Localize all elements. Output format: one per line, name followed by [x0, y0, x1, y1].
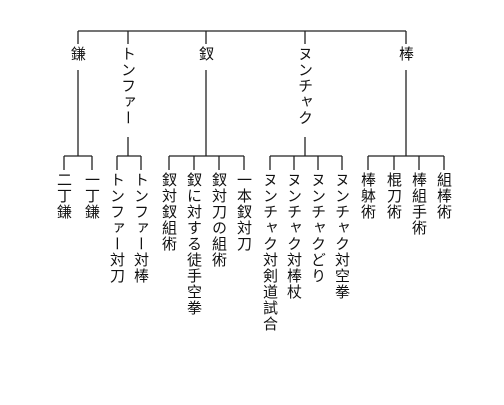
nunchaku-technique: ヌンチャク対棒杖 — [285, 172, 303, 300]
category-nunchaku-label: ヌンチャク — [296, 46, 314, 126]
kama-technique: 一丁鎌 — [83, 172, 101, 220]
bo-technique: 組棒術 — [435, 172, 453, 220]
sai-technique: 釵対刀の組術 — [210, 172, 228, 268]
bo-technique: 棒躰術 — [359, 172, 377, 220]
category-kama-label: 鎌 — [69, 46, 87, 62]
bo-technique: 棒組手術 — [410, 172, 428, 236]
bo-technique: 棍刀術 — [385, 172, 403, 220]
sai-technique: 釵対釵組術 — [160, 172, 178, 252]
tonfa-technique: トンファー対刀 — [108, 172, 126, 284]
sai-technique: 一本釵対刀 — [235, 172, 253, 252]
tonfa-technique: トンファー対棒 — [132, 172, 150, 284]
category-bo-label: 棒 — [397, 46, 415, 62]
nunchaku-technique: ヌンチャク対剣道試合 — [261, 172, 279, 332]
kama-technique: 二丁鎌 — [55, 172, 73, 220]
sai-technique: 釵に対する徒手空拳 — [185, 172, 203, 316]
category-sai-label: 釵 — [197, 46, 215, 62]
nunchaku-technique: ヌンチャクどり — [309, 172, 327, 284]
category-tonfa-label: トンファー — [119, 46, 137, 126]
nunchaku-technique: ヌンチャク対空拳 — [333, 172, 351, 300]
